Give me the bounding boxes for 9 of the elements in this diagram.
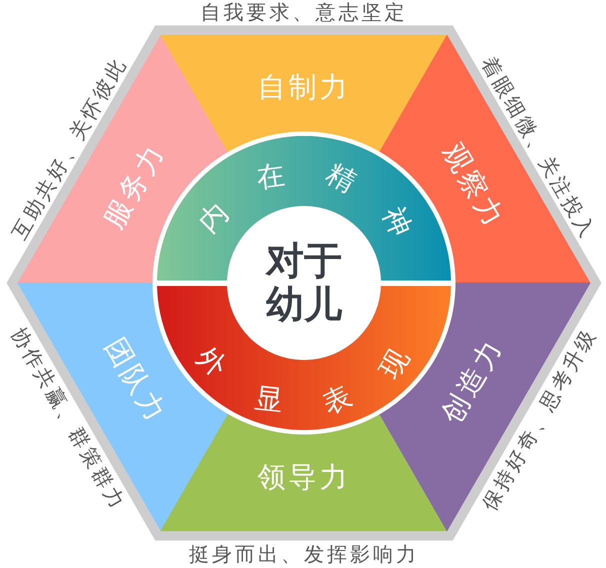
- side-caption: 自我要求、意志坚定: [200, 1, 408, 23]
- center-label: 对于幼儿: [264, 239, 344, 327]
- side-caption: 挺身而出、发挥影响力: [189, 543, 419, 565]
- segment-label: 创造力: [436, 332, 510, 428]
- segment-label: 团队力: [98, 332, 172, 428]
- segment-label: 观察力: [436, 138, 510, 234]
- segment-label: 服务力: [98, 138, 172, 234]
- segment-label: 领导力: [258, 462, 350, 494]
- segment-label: 自制力: [258, 72, 350, 104]
